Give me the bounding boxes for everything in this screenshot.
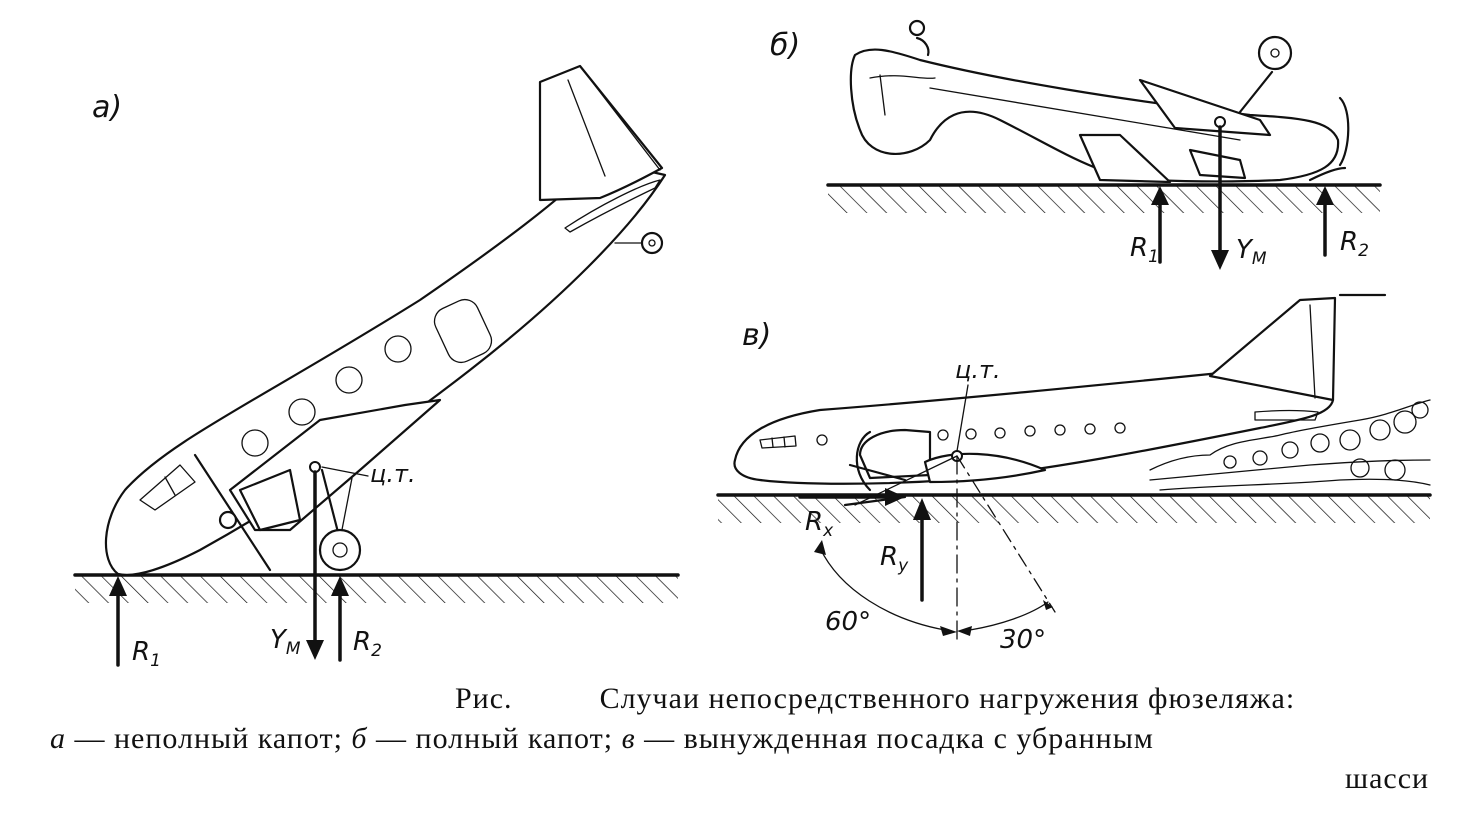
panel-a-ground: [73, 573, 680, 603]
panel-a-r1-label: R: [132, 637, 150, 667]
svg-text:R2: R2: [1340, 227, 1369, 261]
svg-text:R1: R1: [1130, 233, 1159, 267]
svg-text:Rx: Rx: [805, 507, 834, 541]
panel-b-r2-label: R: [1340, 227, 1358, 257]
panel-a-aircraft: [104, 64, 667, 576]
panel-v-angle1: 60°: [825, 607, 871, 637]
panel-b-r1-sub: 1: [1148, 247, 1159, 267]
svg-text:YМ: YМ: [1236, 235, 1267, 269]
panel-v-rx-sub: x: [822, 521, 834, 541]
panel-v-ground: [716, 493, 1432, 523]
panel-b: б): [770, 19, 1382, 270]
panel-b-tag: б): [770, 28, 800, 63]
caption-v-text: — вынужденная посадка с убранным: [635, 722, 1154, 755]
svg-text:Ry: Ry: [880, 542, 909, 576]
panel-v-cg-label: ц.т.: [955, 356, 1001, 384]
panel-a: а): [73, 64, 680, 671]
panel-b-aircraft: [849, 19, 1350, 184]
caption-line-1: Рис. Случаи непосредственного нагружения…: [455, 682, 1295, 716]
svg-text:YМ: YМ: [270, 625, 301, 659]
panel-a-windows: [241, 298, 493, 457]
panel-b-r2-sub: 2: [1358, 241, 1369, 261]
panel-b-ym-arrow: [1211, 125, 1229, 270]
panel-b-r1-label: R: [1130, 233, 1148, 263]
panel-v-dust: [1149, 399, 1431, 491]
panel-a-r1-sub: 1: [150, 651, 161, 671]
panel-v: в): [716, 293, 1432, 655]
caption-prefix: Рис.: [455, 682, 513, 715]
panel-a-r1-arrow: [109, 576, 127, 667]
panel-b-ground: [826, 183, 1382, 213]
panel-v-tag: в): [742, 318, 771, 353]
panel-v-ry-arrow: [913, 498, 931, 602]
caption-line-2: а — неполный капот; б — полный капот; в …: [50, 722, 1154, 756]
caption-b-letter: б: [351, 722, 368, 755]
panel-a-r2-label: R: [353, 627, 371, 657]
svg-text:R2: R2: [353, 627, 382, 661]
panel-a-cg-label: ц.т.: [370, 460, 416, 488]
panel-b-r1-arrow: [1151, 186, 1169, 264]
caption-a-text: — неполный капот;: [66, 722, 352, 755]
caption-b-text: — полный капот;: [367, 722, 622, 755]
caption-v-letter: в: [621, 722, 636, 755]
caption-a-letter: а: [50, 722, 66, 755]
panel-a-r2-arrow: [331, 576, 349, 662]
panel-v-rx-arrow: [798, 488, 907, 507]
caption-title: Случаи непосредственного нагружения фюзе…: [599, 682, 1296, 715]
panel-v-aircraft: [733, 293, 1431, 492]
panel-v-ry-sub: y: [897, 556, 909, 576]
panel-v-rx-label: R: [805, 507, 823, 537]
panel-b-r2-arrow: [1316, 186, 1334, 257]
panel-b-ym-label: Y: [1236, 235, 1254, 265]
panel-a-tag: а): [92, 90, 122, 125]
panel-a-r2-sub: 2: [371, 641, 382, 661]
caption-line-3: шасси: [1345, 762, 1429, 796]
caption-last-word: шасси: [1345, 762, 1430, 795]
panel-a-ym-sub: М: [286, 639, 301, 659]
panel-b-ym-sub: М: [1252, 249, 1267, 269]
panel-a-ym-arrow: [306, 470, 324, 660]
panel-v-angle2: 30°: [1000, 625, 1046, 655]
svg-text:R1: R1: [132, 637, 161, 671]
panel-a-ym-label: Y: [270, 625, 288, 655]
panel-v-ry-label: R: [880, 542, 898, 572]
